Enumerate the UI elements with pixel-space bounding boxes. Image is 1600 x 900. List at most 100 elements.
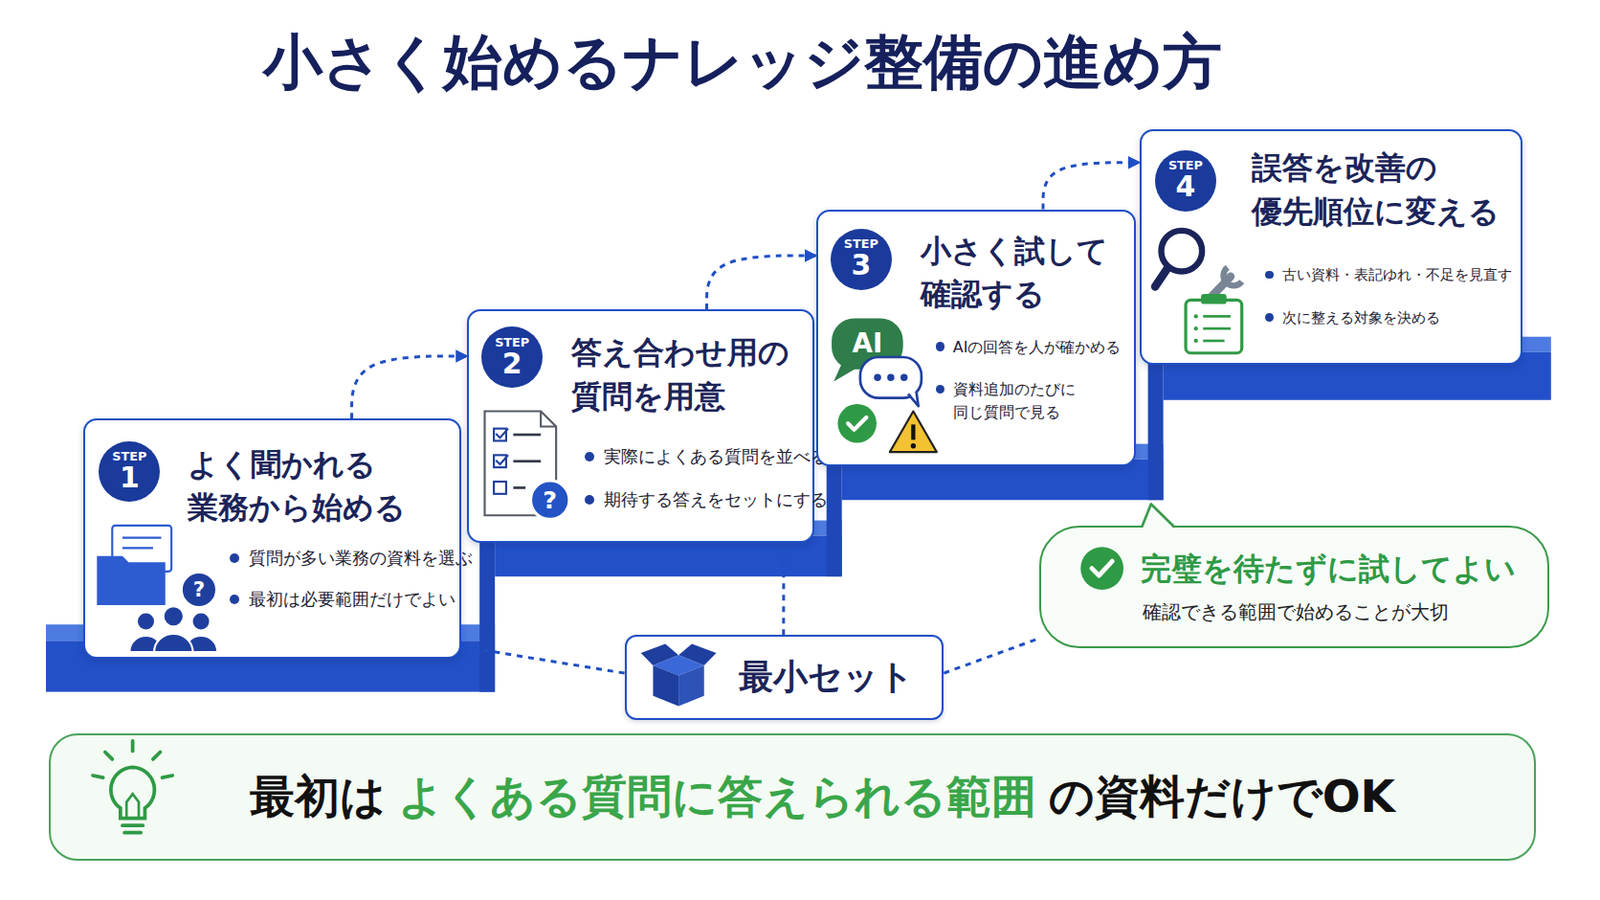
folder-icon xyxy=(96,555,165,605)
dashed-arrow xyxy=(1043,162,1140,210)
people-icon xyxy=(193,613,210,630)
question-mark: ? xyxy=(542,488,557,513)
check-icon xyxy=(847,417,867,430)
clipboard-icon xyxy=(1202,339,1224,343)
step-number: 4 xyxy=(1176,172,1197,201)
checklist-icon xyxy=(485,411,571,520)
wrench-icon xyxy=(1210,266,1243,298)
people-icon xyxy=(154,633,194,652)
node-text: 完璧を待たずに試してよい xyxy=(1140,550,1516,589)
stair-step xyxy=(1148,341,1164,500)
folder-icon xyxy=(122,536,162,539)
people-icon xyxy=(137,613,155,630)
box-icon xyxy=(678,665,705,707)
checklist-icon xyxy=(540,411,556,427)
step-card: 答え合わせ用の 質問を用意実際によくある質問を並べる期待する答えをセットにするS… xyxy=(466,309,815,543)
bullet-text: 最初は必要範囲だけでよい xyxy=(228,586,457,612)
step-heading: よく聞かれる 業務から始める xyxy=(187,443,433,531)
step-label: STEP xyxy=(494,336,530,350)
step-number: 1 xyxy=(119,463,140,492)
chat-icon xyxy=(831,318,922,407)
chat-icon xyxy=(831,318,904,370)
step-badge: STEP1 xyxy=(98,441,160,503)
warning-icon xyxy=(911,423,915,440)
folder-icon xyxy=(96,525,172,605)
chat-icon xyxy=(873,374,881,381)
wrench-icon xyxy=(1223,266,1243,286)
box-icon xyxy=(678,643,716,665)
checklist-icon xyxy=(495,428,509,465)
bullet-text: 古い資料・表記ゆれ・不足を見直す xyxy=(1264,264,1512,286)
chat-icon xyxy=(833,360,856,381)
wrench-icon xyxy=(1210,276,1231,298)
chat-icon xyxy=(887,374,894,381)
box-icon xyxy=(652,665,679,707)
dashed-connector xyxy=(461,645,625,673)
step-label: STEP xyxy=(844,238,879,251)
clipboard-icon xyxy=(1185,299,1243,353)
dashed-arrow xyxy=(352,355,468,419)
callout-pointer xyxy=(1141,503,1175,527)
chat-icon xyxy=(908,391,919,406)
checklist-icon xyxy=(512,433,541,437)
lightbulb-icon xyxy=(122,822,143,827)
summary-banner: 最初はよくある質問に答えられる範囲の資料だけでOK xyxy=(48,733,1536,861)
clipboard-icon xyxy=(1200,293,1227,305)
people-icon xyxy=(130,636,161,651)
dashed-connector xyxy=(781,542,785,635)
ai-label: AI xyxy=(851,330,883,357)
step-badge: STEP3 xyxy=(830,228,892,290)
question-bubble xyxy=(181,572,217,607)
step-heading: 答え合わせ用の 質問を用意 xyxy=(571,331,806,419)
chat-icon xyxy=(900,374,908,381)
clipboard-icon xyxy=(1194,313,1199,318)
lightbulb-icon xyxy=(111,766,156,818)
step-label: STEP xyxy=(111,450,147,464)
magnifier-icon xyxy=(1155,230,1202,288)
question-mark: ? xyxy=(193,579,205,600)
node-text: の資料だけでOK xyxy=(1048,769,1396,823)
people-icon xyxy=(130,605,217,652)
checklist-icon xyxy=(530,480,570,519)
lightbulb-icon xyxy=(124,830,141,835)
step-card: よく聞かれる 業務から始める質問が多い業務の資料を選ぶ最初は必要範囲だけでよいS… xyxy=(83,418,462,659)
box-icon xyxy=(641,643,717,706)
warning-icon xyxy=(911,443,916,448)
clipboard-icon xyxy=(1202,327,1231,331)
bullet-text: 次に整える対象を決める xyxy=(1264,307,1441,329)
checklist-icon xyxy=(493,454,507,467)
checklist-icon xyxy=(512,486,526,489)
lightbulb-icon xyxy=(105,751,112,758)
bullet-text: 期待する答えをセットにする xyxy=(583,488,828,513)
bullet-text: 質問が多い業務の資料を選ぶ xyxy=(228,545,474,571)
step-heading: 小さく試して 確認する xyxy=(920,229,1125,317)
dashed-arrow xyxy=(707,255,818,310)
checklist-icon xyxy=(512,459,541,463)
box-icon xyxy=(652,654,704,675)
bullet-text: 資料追加のたびに 同じ質問で見る xyxy=(934,377,1089,423)
warning-icon xyxy=(889,411,937,453)
checklist-icon xyxy=(493,481,507,494)
lightbulb-icon xyxy=(162,775,174,778)
lightbulb-icon xyxy=(92,740,173,833)
people-icon xyxy=(185,636,217,651)
check-icon xyxy=(1080,546,1124,590)
clipboard-icon xyxy=(1194,338,1199,343)
node-text: 確認できる範囲で始めることが大切 xyxy=(1142,599,1449,624)
check-icon xyxy=(1080,546,1124,590)
node-text: 最初は xyxy=(249,769,386,823)
check-icon xyxy=(837,403,877,443)
question-bubble xyxy=(181,572,217,607)
step-number: 2 xyxy=(502,349,523,378)
diagram-title: 小さく始めるナレッジ整備の進め方 xyxy=(102,26,1383,98)
node-text: 最小セット xyxy=(738,654,914,698)
lightbulb-icon xyxy=(153,751,160,758)
step-badge: STEP4 xyxy=(1155,150,1217,212)
callout-pointer xyxy=(1141,503,1175,529)
folder-icon xyxy=(111,525,172,572)
dashed-connector xyxy=(943,638,1039,673)
minimum-set-box: 最小セット xyxy=(624,634,945,720)
